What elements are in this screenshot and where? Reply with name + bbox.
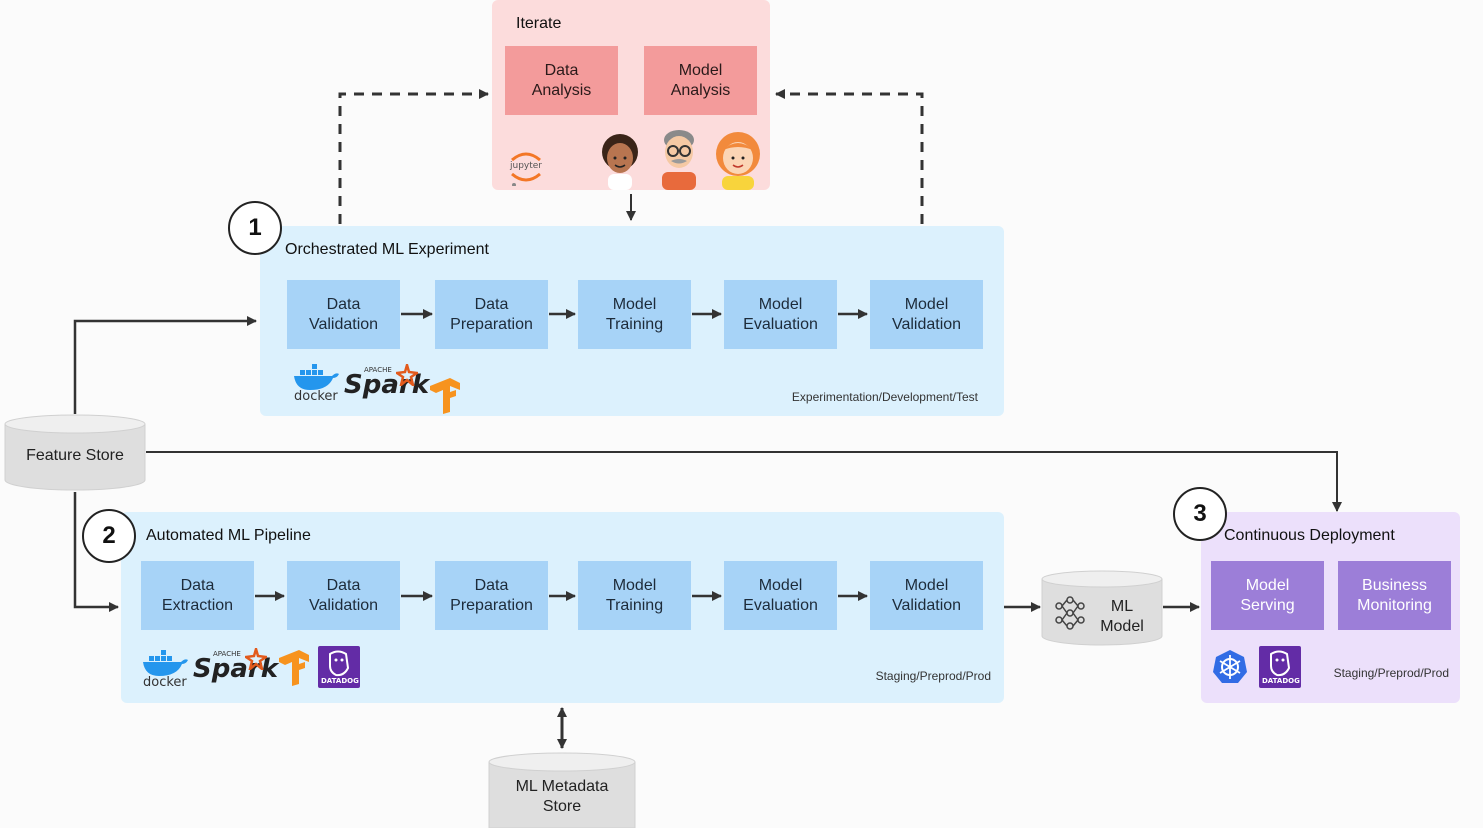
pipe-step-data-extraction[interactable]: Data Extraction [141, 561, 254, 630]
pipe-step-model-validation[interactable]: Model Validation [870, 561, 983, 630]
iterate-panel: Iterate Data Analysis Model Analysis jup… [492, 0, 770, 190]
datadog-logo: DATADOG [1259, 646, 1301, 688]
experiment-title: Orchestrated ML Experiment [285, 241, 489, 258]
feature-to-deployment-arrow [146, 451, 1342, 512]
docker-logo: docker [141, 650, 189, 692]
pipeline-panel: Automated ML Pipeline Data Extraction Da… [121, 512, 1004, 703]
iterate-loop-left [338, 89, 489, 224]
ml-metadata-store[interactable]: ML Metadata Store [488, 752, 636, 828]
neural-network-icon [1055, 596, 1085, 630]
ml-model-store[interactable]: ML Model [1041, 570, 1163, 646]
feature-store-label: Feature Store [26, 447, 124, 464]
person-avatar-1 [598, 132, 642, 190]
person-avatar-2 [656, 126, 702, 190]
pipeline-env-label: Staging/Preprod/Prod [875, 669, 991, 683]
ml-model-label: ML Model [1100, 598, 1144, 635]
jupyter-text: jupyter [510, 161, 543, 171]
iterate-loop-right [775, 89, 924, 224]
iterate-title: Iterate [516, 15, 562, 32]
tensorflow-logo [275, 650, 311, 686]
pipe-step-model-training[interactable]: Model Training [578, 561, 691, 630]
feature-to-experiment-arrow [73, 316, 257, 414]
datadog-text: DATADOG [1262, 677, 1300, 685]
step-model-analysis[interactable]: Model Analysis [644, 46, 757, 115]
jupyter-logo: jupyter [506, 146, 546, 186]
spark-super-text: APACHE [364, 366, 392, 374]
tensorflow-logo [426, 378, 462, 414]
kubernetes-logo [1212, 649, 1248, 685]
docker-text: docker [143, 675, 187, 690]
datadog-logo: DATADOG [318, 646, 360, 688]
deploy-step-business-monitoring[interactable]: Business Monitoring [1338, 561, 1451, 630]
spark-super-text: APACHE [213, 650, 241, 658]
spark-logo: APACHE Spark [193, 648, 278, 688]
experiment-number-badge: 1 [228, 201, 282, 255]
pipeline-number-badge: 2 [82, 509, 136, 563]
pipeline-title: Automated ML Pipeline [146, 527, 311, 544]
docker-text: docker [294, 389, 338, 404]
experiment-env-label: Experimentation/Development/Test [791, 390, 978, 404]
feature-to-pipeline-arrow [73, 492, 119, 612]
deployment-panel: Continuous Deployment Model Serving Busi… [1201, 512, 1460, 703]
person-avatar-3 [714, 130, 762, 190]
exp-step-model-evaluation[interactable]: Model Evaluation [724, 280, 837, 349]
pipe-step-data-validation[interactable]: Data Validation [287, 561, 400, 630]
step-data-analysis[interactable]: Data Analysis [505, 46, 618, 115]
exp-step-data-validation[interactable]: Data Validation [287, 280, 400, 349]
datadog-text: DATADOG [321, 677, 359, 685]
pipe-step-data-preparation[interactable]: Data Preparation [435, 561, 548, 630]
deployment-env-label: Staging/Preprod/Prod [1333, 666, 1449, 680]
exp-step-model-training[interactable]: Model Training [578, 280, 691, 349]
spark-logo: APACHE Spark [344, 364, 429, 404]
deploy-step-model-serving[interactable]: Model Serving [1211, 561, 1324, 630]
exp-step-data-preparation[interactable]: Data Preparation [435, 280, 548, 349]
deployment-title: Continuous Deployment [1224, 527, 1395, 544]
exp-step-arrows [401, 309, 868, 319]
pipe-step-model-evaluation[interactable]: Model Evaluation [724, 561, 837, 630]
experiment-panel: Orchestrated ML Experiment Data Validati… [260, 226, 1004, 416]
docker-logo: docker [292, 364, 340, 406]
deployment-number-badge: 3 [1173, 487, 1227, 541]
pipe-step-arrows [255, 591, 868, 601]
feature-store[interactable]: Feature Store [4, 414, 146, 492]
exp-step-model-validation[interactable]: Model Validation [870, 280, 983, 349]
ml-metadata-store-label: ML Metadata Store [515, 778, 609, 815]
